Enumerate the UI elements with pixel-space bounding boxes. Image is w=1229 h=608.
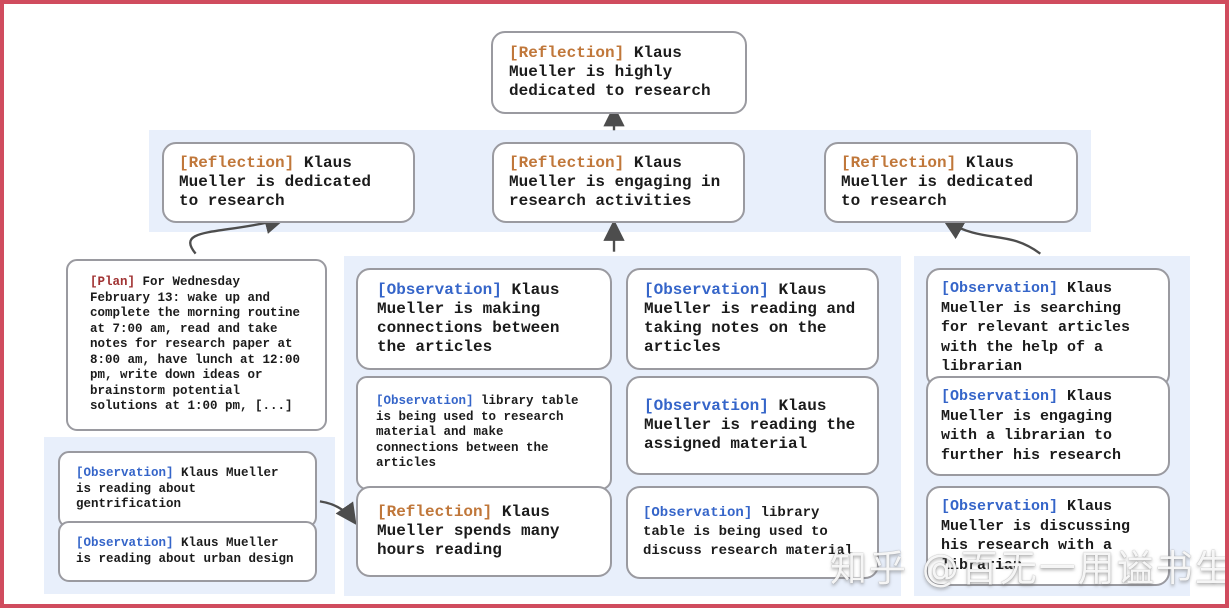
node-text: Klaus Mueller is reading about urban des… [76, 536, 294, 566]
plan-tag: [Plan] [90, 275, 136, 289]
node-text: Klaus Mueller is making connections betw… [377, 281, 560, 356]
memory-node-observation-engaging-librarian: [Observation] Klaus Mueller is engaging … [926, 376, 1170, 476]
observation-tag: [Observation] [941, 388, 1059, 405]
memory-node-observation-gentrification: [Observation] Klaus Mueller is reading a… [58, 451, 317, 528]
reflection-tag: [Reflection] [377, 503, 493, 521]
observation-tag: [Observation] [643, 505, 753, 521]
memory-node-observation-discussing-research: [Observation] Klaus Mueller is discussin… [926, 486, 1170, 586]
memory-node-observation-library-table-discuss: [Observation] library table is being use… [626, 486, 879, 579]
node-text: Klaus Mueller spends many hours reading [377, 503, 560, 559]
memory-node-reflection-left: [Reflection] Klaus Mueller is dedicated … [162, 142, 415, 223]
node-text: Klaus Mueller is engaging with a librari… [941, 388, 1122, 464]
observation-tag: [Observation] [644, 281, 769, 299]
node-text: For Wednesday February 13: wake up and c… [90, 275, 301, 413]
observation-tag: [Observation] [941, 498, 1059, 515]
memory-node-observation-making-connections: [Observation] Klaus Mueller is making co… [356, 268, 612, 370]
node-text: Klaus Mueller is reading about gentrific… [76, 466, 279, 511]
reflection-tag: [Reflection] [841, 154, 957, 172]
reflection-tag: [Reflection] [509, 44, 625, 62]
observation-tag: [Observation] [376, 394, 474, 408]
memory-node-observation-searching-articles: [Observation] Klaus Mueller is searching… [926, 268, 1170, 388]
reflection-tag: [Reflection] [509, 154, 625, 172]
node-text: Klaus Mueller is searching for relevant … [941, 280, 1131, 375]
memory-node-observation-urban-design: [Observation] Klaus Mueller is reading a… [58, 521, 317, 582]
memory-node-top-reflection: [Reflection] Klaus Mueller is highly ded… [491, 31, 747, 114]
memory-node-reflection-right: [Reflection] Klaus Mueller is dedicated … [824, 142, 1078, 223]
observation-tag: [Observation] [941, 280, 1059, 297]
observation-tag: [Observation] [76, 536, 174, 550]
memory-node-observation-taking-notes: [Observation] Klaus Mueller is reading a… [626, 268, 879, 370]
memory-node-observation-library-table-research: [Observation] library table is being use… [356, 376, 612, 490]
memory-node-reflection-middle: [Reflection] Klaus Mueller is engaging i… [492, 142, 745, 223]
observation-tag: [Observation] [644, 397, 769, 415]
node-text: Klaus Mueller is engaging in research ac… [509, 154, 721, 210]
observation-tag: [Observation] [76, 466, 174, 480]
node-text: Klaus Mueller is reading the assigned ma… [644, 397, 856, 453]
node-text: Klaus Mueller is highly dedicated to res… [509, 44, 711, 100]
memory-node-plan: [Plan] For Wednesday February 13: wake u… [66, 259, 327, 431]
reflection-tag: [Reflection] [179, 154, 295, 172]
node-text: Klaus Mueller is dedicated to research [179, 154, 372, 210]
node-text: library table is being used to discuss r… [643, 505, 854, 559]
zhihu-watermark: 知乎 @百无一用谥书生 [830, 547, 1229, 590]
observation-tag: [Observation] [377, 281, 502, 299]
node-text: library table is being used to research … [376, 394, 579, 470]
node-text: Klaus Mueller is reading and taking note… [644, 281, 856, 356]
memory-node-observation-assigned-material: [Observation] Klaus Mueller is reading t… [626, 376, 879, 475]
node-text: Klaus Mueller is dedicated to research [841, 154, 1034, 210]
node-text: Klaus Mueller is discussing his research… [941, 498, 1131, 574]
memory-node-reflection-hours-reading: [Reflection] Klaus Mueller spends many h… [356, 486, 612, 577]
